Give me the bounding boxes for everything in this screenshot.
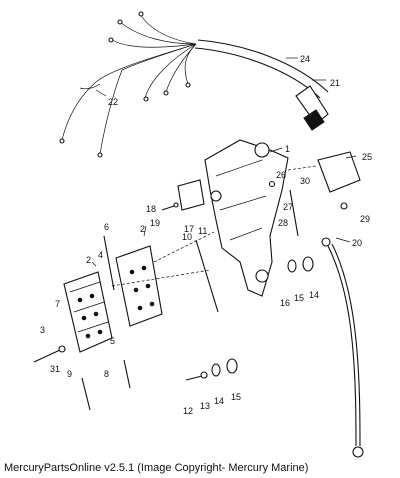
fasteners [33,180,348,411]
callout-2-front: 2 [86,255,91,265]
callout-14-lower: 14 [214,396,224,406]
callout-16: 16 [280,298,290,308]
callout-17: 17 [184,224,194,234]
callout-5: 5 [110,336,115,346]
exploded-parts-diagram: 1 2 2 3 4 5 6 7 8 9 10 11 12 13 14 14 15… [33,11,372,458]
callout-15-upper: 15 [294,293,304,303]
callout-7: 7 [55,299,60,309]
callout-20: 20 [352,238,362,248]
callout-29: 29 [360,214,370,224]
callout-27: 27 [283,202,293,212]
leader-lines [91,57,357,267]
callout-4: 4 [98,250,103,260]
callout-9: 9 [67,369,72,379]
callout-22: 22 [108,97,118,107]
callout-15-lower: 15 [231,392,241,402]
callout-10: 10 [182,232,192,242]
callout-21: 21 [330,78,340,88]
rectifier [317,151,361,193]
copyright-caption: MercuryPartsOnline v2.5.1 (Image Copyrig… [4,462,309,474]
callout-28: 28 [278,218,288,228]
callout-31: 31 [50,364,60,374]
callout-2-rear: 2 [140,224,145,234]
switch-box-rear [115,245,163,327]
callout-18: 18 [146,204,156,214]
callout-11: 11 [198,226,207,236]
callout-19: 19 [150,218,160,228]
callout-25: 25 [362,152,372,162]
callout-1: 1 [285,144,290,154]
ground-strap [321,237,364,458]
callout-24: 24 [300,54,310,64]
callout-12: 12 [183,406,193,416]
callout-6: 6 [104,222,109,232]
callout-labels: 1 2 2 3 4 5 6 7 8 9 10 11 12 13 14 14 15… [40,54,372,416]
switch-box-front [63,271,113,353]
callout-14-upper: 14 [309,290,319,300]
callout-13: 13 [200,401,210,411]
terminal-block [177,179,205,211]
mounting-bracket [204,139,289,297]
wiring-harness [59,11,329,158]
callout-30: 30 [300,176,310,186]
callout-26: 26 [276,170,286,180]
callout-8: 8 [104,369,109,379]
callout-3: 3 [40,325,45,335]
